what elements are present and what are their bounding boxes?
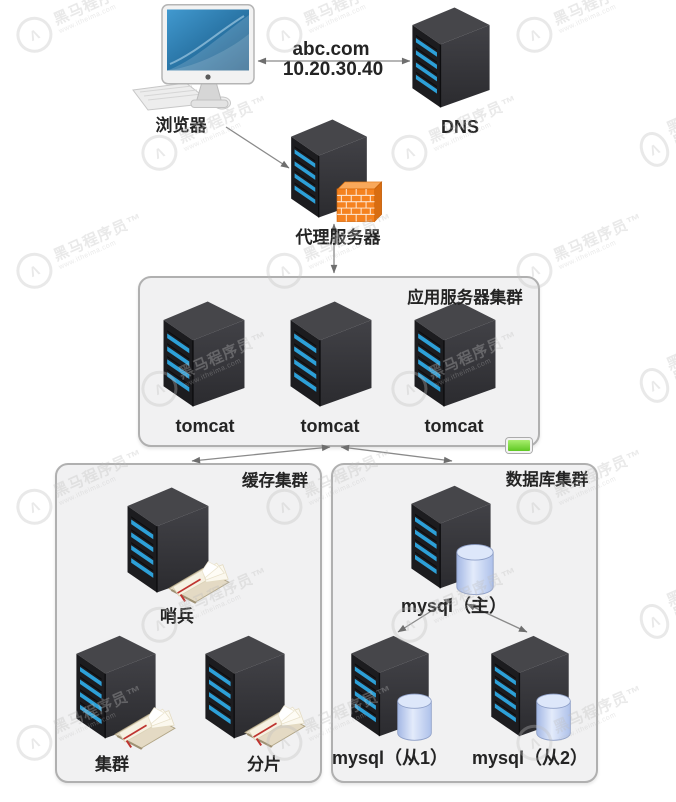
status-green-icon	[506, 438, 532, 453]
watermark-brand-text: 黑马程序员™	[664, 568, 676, 624]
firewall-icon	[336, 181, 383, 222]
tomcat-server-icon-1	[162, 300, 246, 408]
dns-server-icon	[411, 6, 491, 109]
watermark-brand-text: 黑马程序员™	[51, 210, 146, 265]
watermark-url-text: www.itheima.com	[57, 239, 118, 272]
browser-label: 浏览器	[155, 116, 207, 135]
watermark-logo-icon: Λ	[10, 246, 59, 295]
watermark-brand-text: 黑马程序员™	[551, 0, 646, 29]
mysql-slave1-cylinder-icon	[397, 693, 432, 741]
cache-cluster-title: 缓存集群	[242, 472, 308, 490]
tomcat-server-icon-3	[413, 300, 497, 408]
imac-browser-icon	[132, 4, 255, 111]
watermark-logo-icon: Λ	[10, 718, 59, 767]
watermark-logo-icon: Λ	[10, 10, 59, 59]
watermark-logo-icon: Λ	[634, 362, 675, 408]
watermark-logo-icon: Λ	[135, 128, 184, 177]
watermark-brand-text: 黑马程序员™	[664, 332, 676, 388]
redis-cluster-book-icon	[114, 706, 176, 751]
watermark-brand-text: 黑马程序员™	[664, 96, 676, 152]
watermark-logo-icon: Λ	[10, 482, 59, 531]
mysql-slave1-label: mysql（从1）	[331, 748, 449, 768]
mysql-slave2-cylinder-icon	[536, 693, 571, 741]
sentinel-book-icon	[168, 560, 230, 605]
tomcat-label-3: tomcat	[424, 416, 484, 436]
mysql-master-label: mysql（主）	[400, 596, 508, 616]
domain-text: abc.com	[292, 39, 370, 60]
arrow-browser-proxy	[225, 126, 290, 169]
mysql-master-cylinder-icon	[456, 544, 494, 596]
shard-book-icon	[244, 704, 306, 749]
watermark-logo-icon: Λ	[510, 10, 559, 59]
watermark-logo-icon: Λ	[634, 126, 675, 172]
tomcat-label-2: tomcat	[300, 416, 360, 436]
arrow-appcluster-db	[340, 444, 453, 464]
watermark-logo-icon: Λ	[634, 598, 675, 644]
watermark-brand-text: 黑马程序员™	[301, 0, 396, 29]
tomcat-label-1: tomcat	[175, 416, 235, 436]
db-cluster-title: 数据库集群	[505, 471, 589, 489]
dns-label: DNS	[440, 117, 480, 137]
ip-text: 10.20.30.40	[282, 59, 384, 80]
shard-label: 分片	[247, 755, 281, 774]
proxy-label: 代理服务器	[295, 228, 381, 247]
watermark-url-text: www.itheima.com	[307, 3, 368, 36]
watermark-logo-icon: Λ	[385, 128, 434, 177]
sentinel-label: 哨兵	[160, 607, 194, 626]
tomcat-server-icon-2	[289, 300, 373, 408]
mysql-slave2-label: mysql（从2）	[471, 748, 589, 768]
app-cluster-title: 应用服务器集群	[407, 289, 523, 307]
arrow-appcluster-cache	[191, 444, 331, 464]
redis-cluster-label: 集群	[95, 755, 129, 774]
watermark-brand-text: 黑马程序员™	[551, 210, 646, 265]
watermark-url-text: www.itheima.com	[557, 3, 618, 36]
watermark-url-text: www.itheima.com	[557, 239, 618, 272]
